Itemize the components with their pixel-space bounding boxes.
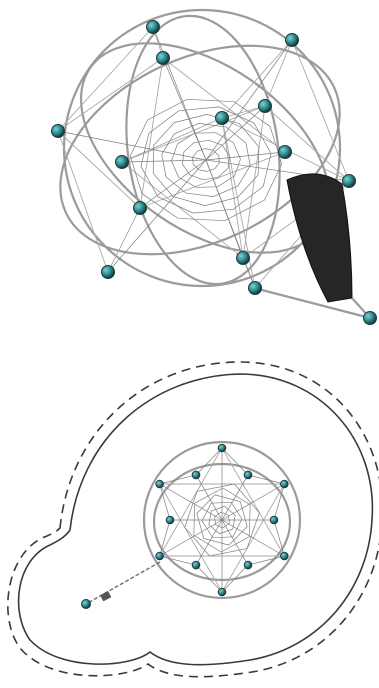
vertex-node <box>249 282 262 295</box>
vertex-node <box>218 588 226 596</box>
vertex-node <box>281 480 289 488</box>
mesh-ray <box>196 475 222 520</box>
vertex-node <box>281 552 289 560</box>
wedge-edge <box>254 288 370 318</box>
vertex-node <box>259 100 272 113</box>
dark-wedge-region <box>287 174 352 302</box>
bottom-hull-panel <box>8 362 379 677</box>
mesh-ray <box>222 520 248 565</box>
bottom-inner-mesh <box>160 448 285 592</box>
mesh-edge <box>58 131 108 272</box>
mesh-ray <box>122 160 206 162</box>
vertex-node <box>237 252 250 265</box>
mesh-edge <box>140 152 285 208</box>
vertex-node <box>192 471 200 479</box>
tail-marker-square <box>100 591 111 601</box>
vertex-node <box>244 471 252 479</box>
hull-dashed-outline <box>8 362 379 677</box>
vertex-node <box>218 444 226 452</box>
vertex-node <box>364 312 377 325</box>
vertex-node <box>52 125 65 138</box>
vertex-node <box>134 202 147 215</box>
mesh-ray <box>160 484 222 520</box>
vertex-node <box>279 146 292 159</box>
vertex-node <box>116 156 129 169</box>
hull-outline <box>19 374 373 665</box>
mesh-edge <box>248 556 284 565</box>
mesh-edge <box>265 40 292 106</box>
vertex-node <box>192 561 200 569</box>
vertex-node <box>147 21 160 34</box>
vertex-node <box>157 52 170 65</box>
mesh-ray <box>222 520 284 556</box>
mesh-edge <box>243 106 265 258</box>
vertex-node <box>270 516 278 524</box>
mesh-edge <box>160 475 196 484</box>
mesh-ray <box>58 131 206 160</box>
vertex-node <box>343 175 356 188</box>
vertex-node <box>166 516 174 524</box>
vertex-node <box>216 112 229 125</box>
frame-ellipse-c <box>110 6 296 294</box>
vertex-node <box>156 480 164 488</box>
mesh-edge <box>160 556 196 565</box>
vertex-node <box>286 34 299 47</box>
tail-marker-node <box>82 600 91 609</box>
mesh-ray <box>206 152 285 160</box>
mesh-edge <box>248 475 284 484</box>
top-polytope-panel <box>27 1 377 325</box>
vertex-node <box>102 266 115 279</box>
vertex-node <box>244 561 252 569</box>
vertex-node <box>156 552 164 560</box>
tail-connector <box>86 562 160 604</box>
